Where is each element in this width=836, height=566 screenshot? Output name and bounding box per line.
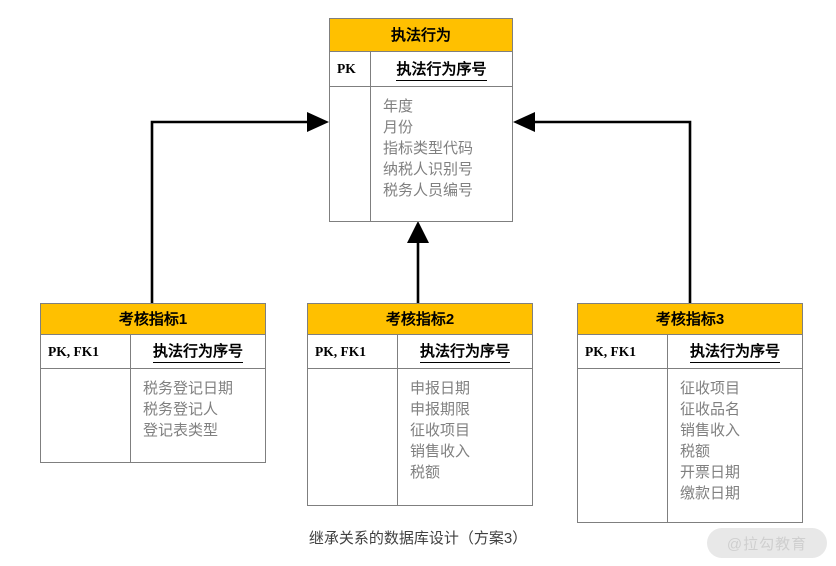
connector-child1-to-parent [150,112,329,303]
entity-child1-attributes: 税务登记日期 税务登记人 登记表类型 [131,369,265,462]
attribute: 销售收入 [410,443,471,460]
entity-child2-attributes: 申报日期 申报期限 征收项目 销售收入 税额 [398,369,532,505]
watermark: @拉勾教育 [707,528,827,558]
entity-child1-assessment-indicator-1[interactable]: 考核指标1 PK, FK1 执法行为序号 税务登记日期 税务登记人 登记表类型 [40,303,266,463]
attribute: 税额 [410,464,441,481]
entity-child3-assessment-indicator-3[interactable]: 考核指标3 PK, FK1 执法行为序号 征收项目 征收品名 销售收入 税额 开… [577,303,803,523]
entity-parent-title: 执法行为 [330,19,512,52]
entity-child2-title: 考核指标2 [308,304,532,335]
entity-child3-key-label: PK, FK1 [578,335,668,368]
entity-child2-key-row: PK, FK1 执法行为序号 [308,335,532,369]
attribute: 缴款日期 [680,485,741,502]
entity-child1-body-keycol [41,369,131,462]
attribute: 征收项目 [410,422,471,439]
entity-child3-key-row: PK, FK1 执法行为序号 [578,335,802,369]
entity-parent-body: 年度 月份 指标类型代码 纳税人识别号 税务人员编号 [330,87,512,221]
attribute: 征收品名 [680,401,741,418]
attribute: 税额 [680,443,711,460]
entity-child1-body: 税务登记日期 税务登记人 登记表类型 [41,369,265,462]
entity-child2-body-keycol [308,369,398,505]
attribute: 开票日期 [680,464,741,481]
attribute: 指标类型代码 [383,140,474,157]
attribute: 纳税人识别号 [383,161,474,178]
attribute: 申报日期 [410,380,471,397]
entity-child3-title: 考核指标3 [578,304,802,335]
entity-child1-key-row: PK, FK1 执法行为序号 [41,335,265,369]
entity-child2-key-field: 执法行为序号 [398,335,532,368]
attribute: 年度 [383,98,414,115]
attribute: 税务人员编号 [383,182,474,199]
entity-parent-key-field: 执法行为序号 [371,52,512,86]
entity-child3-body: 征收项目 征收品名 销售收入 税额 开票日期 缴款日期 [578,369,802,522]
attribute: 销售收入 [680,422,741,439]
connector-child2-to-parent [407,221,429,303]
entity-child3-body-keycol [578,369,668,522]
attribute: 税务登记人 [143,401,219,418]
connector-child3-to-parent [513,112,692,303]
entity-child2-body: 申报日期 申报期限 征收项目 销售收入 税额 [308,369,532,505]
entity-child2-key-label: PK, FK1 [308,335,398,368]
entity-child1-key-field: 执法行为序号 [131,335,265,368]
entity-parent-execution-behavior[interactable]: 执法行为 PK 执法行为序号 年度 月份 指标类型代码 纳税人识别号 税务人员编… [329,18,513,222]
attribute: 征收项目 [680,380,741,397]
attribute: 月份 [383,119,414,136]
attribute: 登记表类型 [143,422,219,439]
entity-child1-key-label: PK, FK1 [41,335,131,368]
entity-parent-attributes: 年度 月份 指标类型代码 纳税人识别号 税务人员编号 [371,87,512,221]
entity-parent-key-label: PK [330,52,371,86]
attribute: 税务登记日期 [143,380,234,397]
attribute: 申报期限 [410,401,471,418]
entity-child3-attributes: 征收项目 征收品名 销售收入 税额 开票日期 缴款日期 [668,369,802,522]
diagram-caption: 继承关系的数据库设计（方案3） [308,530,528,547]
entity-parent-key-row: PK 执法行为序号 [330,52,512,87]
entity-child1-title: 考核指标1 [41,304,265,335]
entity-parent-body-keycol [330,87,371,221]
entity-child3-key-field: 执法行为序号 [668,335,802,368]
entity-child2-assessment-indicator-2[interactable]: 考核指标2 PK, FK1 执法行为序号 申报日期 申报期限 征收项目 销售收入… [307,303,533,506]
